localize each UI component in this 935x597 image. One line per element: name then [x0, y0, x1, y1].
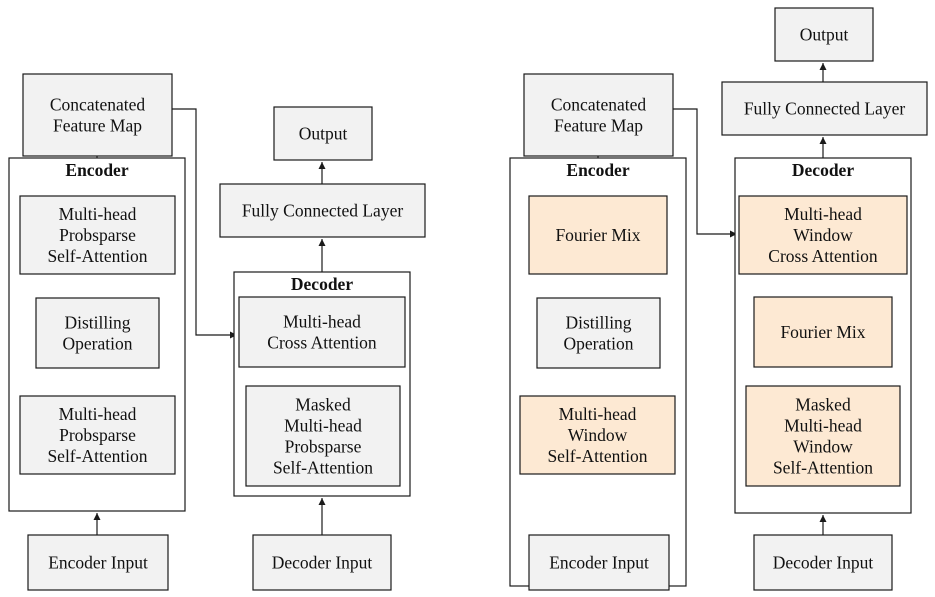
- left-encoder-attention-top-box-label-line-3: Self-Attention: [47, 246, 147, 266]
- left-distilling-box-label-line-1: Distilling: [64, 313, 130, 333]
- right-decoder-fourier-mix-box-frame: [753, 296, 893, 368]
- left-concat-to-cross-arrow: [172, 108, 237, 339]
- right-encoder-input-box: Encoder Input: [528, 534, 670, 591]
- left-masked-attention-box-label-line-1: Masked: [295, 395, 351, 415]
- right-encoder-input-box-label: Encoder Input: [549, 553, 649, 573]
- left-decoder-input-box-label: Decoder Input: [272, 553, 373, 573]
- right-fully-connected-box: Fully Connected Layer: [721, 81, 928, 136]
- right-concat-to-cross-arrow: [673, 108, 737, 238]
- left-encoder-input-box: Encoder Input: [27, 534, 169, 591]
- left-encoder-block-label: Encoder: [65, 160, 128, 180]
- right-distilling-box-label-line-1: Distilling: [565, 313, 631, 333]
- left-encoder-attention-top-box-label-line-1: Multi-head: [59, 204, 137, 224]
- left-encoder-input-box-frame: [27, 534, 169, 591]
- left-concat-feature-map-box-frame: [22, 73, 173, 157]
- right-concat-feature-map-box-label-line-2: Feature Map: [554, 116, 643, 136]
- right-output-box-frame: [774, 7, 874, 62]
- left-distilling-box-label-line-2: Operation: [63, 334, 133, 354]
- right-window-self-attention-box-label-line-2: Window: [568, 425, 628, 445]
- right-window-self-attention-box-label-line-3: Self-Attention: [547, 446, 647, 466]
- right-masked-window-attention-box-label-line-1: Masked: [795, 395, 851, 415]
- left-fully-connected-box: Fully Connected Layer: [219, 183, 426, 238]
- left-concat-feature-map-box-label-line-1: Concatenated: [50, 95, 145, 115]
- right-distilling-box-label-line-2: Operation: [564, 334, 634, 354]
- right-window-cross-attention-box-label-line-1: Multi-head: [784, 204, 862, 224]
- right-decoder-fourier-mix-box: Fourier Mix: [753, 296, 893, 368]
- right-decoder-input-box-frame: [753, 534, 893, 591]
- left-encoder-input-box-label: Encoder Input: [48, 553, 148, 573]
- left-decoder-input-box: Decoder Input: [252, 534, 392, 591]
- left-masked-attention-box-frame: [245, 385, 401, 487]
- right-masked-window-attention-box-label-line-4: Self-Attention: [773, 458, 873, 478]
- left-cross-attention-box-frame: [238, 296, 406, 368]
- left-encoder-attention-bottom-box-label-line-2: Probsparse: [59, 425, 136, 445]
- right-encoder-input-box-frame: [528, 534, 670, 591]
- left-fully-connected-box-label: Fully Connected Layer: [242, 201, 404, 221]
- right-decoder-block-label: Decoder: [792, 160, 854, 180]
- left-encoder-attention-bottom-box-frame: [19, 395, 176, 475]
- right-masked-window-attention-box-label-line-2: Multi-head: [784, 416, 862, 436]
- left-output-box-frame: [273, 106, 373, 161]
- left-encoder-attention-bottom-box-label-line-1: Multi-head: [59, 404, 137, 424]
- right-decoder-input-box: Decoder Input: [753, 534, 893, 591]
- left-masked-attention-box-label-line-4: Self-Attention: [273, 458, 373, 478]
- left-cross-attention-box-label-line-1: Multi-head: [283, 312, 361, 332]
- right-decoder-fourier-mix-box-label: Fourier Mix: [780, 322, 865, 342]
- right-masked-window-attention-box-label-line-3: Window: [793, 437, 853, 457]
- left-output-box: Output: [273, 106, 373, 161]
- connector-lines: [93, 63, 827, 535]
- left-masked-attention-box-label-line-3: Probsparse: [285, 437, 362, 457]
- right-masked-window-attention-box-frame: [745, 385, 901, 487]
- right-decoder-input-box-label: Decoder Input: [773, 553, 874, 573]
- right-encoder-fourier-mix-box-label: Fourier Mix: [555, 225, 640, 245]
- left-cross-attention-box-label-line-2: Cross Attention: [267, 333, 377, 353]
- right-distilling-box-frame: [536, 297, 661, 369]
- right-fully-connected-box-label: Fully Connected Layer: [744, 99, 906, 119]
- left-decoder-input-box-frame: [252, 534, 392, 591]
- right-window-self-attention-box-frame: [519, 395, 676, 475]
- left-encoder-attention-top-box-frame: [19, 195, 176, 275]
- right-window-cross-attention-box-label-line-3: Cross Attention: [768, 246, 878, 266]
- left-masked-attention-box-label-line-2: Multi-head: [284, 416, 362, 436]
- left-decoder-block-label: Decoder: [291, 274, 353, 294]
- right-window-self-attention-box-label-line-1: Multi-head: [559, 404, 637, 424]
- left-distilling-box-frame: [35, 297, 160, 369]
- right-encoder-block-label: Encoder: [566, 160, 629, 180]
- right-encoder-fourier-mix-box-frame: [528, 195, 668, 275]
- right-output-box: Output: [774, 7, 874, 62]
- right-window-cross-attention-box-label-line-2: Window: [793, 225, 853, 245]
- right-window-cross-attention-box-frame: [738, 195, 908, 275]
- right-concat-feature-map-box-frame: [523, 73, 674, 157]
- right-encoder-fourier-mix-box: Fourier Mix: [528, 195, 668, 275]
- right-output-box-label: Output: [800, 25, 849, 45]
- left-output-box-label: Output: [299, 124, 348, 144]
- left-encoder-attention-top-box-label-line-2: Probsparse: [59, 225, 136, 245]
- left-concat-feature-map-box-label-line-2: Feature Map: [53, 116, 142, 136]
- left-fully-connected-box-frame: [219, 183, 426, 238]
- left-encoder-attention-bottom-box-label-line-3: Self-Attention: [47, 446, 147, 466]
- right-fully-connected-box-frame: [721, 81, 928, 136]
- right-concat-feature-map-box-label-line-1: Concatenated: [551, 95, 646, 115]
